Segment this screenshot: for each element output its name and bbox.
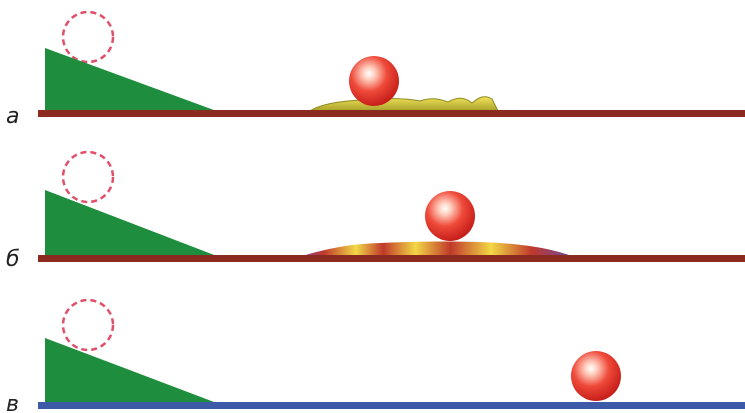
start-position-outline — [61, 298, 115, 352]
floor — [38, 402, 745, 409]
floor — [38, 255, 745, 262]
start-position-outline — [61, 10, 115, 64]
ball — [425, 191, 475, 241]
floor — [38, 110, 745, 117]
panel-label: б — [6, 247, 20, 272]
panel-label: а — [6, 104, 19, 129]
ramp — [45, 190, 222, 258]
panel-label: в — [6, 392, 19, 413]
ball — [349, 56, 399, 106]
ramp — [45, 338, 222, 405]
ball — [571, 351, 621, 401]
panel-b: б — [6, 150, 745, 272]
layered-coating — [302, 241, 572, 256]
bumpy-coating — [308, 96, 499, 112]
start-position-outline — [61, 150, 115, 204]
panel-c: в — [6, 298, 745, 413]
panel-a: а — [6, 10, 745, 129]
ramp — [45, 48, 222, 113]
